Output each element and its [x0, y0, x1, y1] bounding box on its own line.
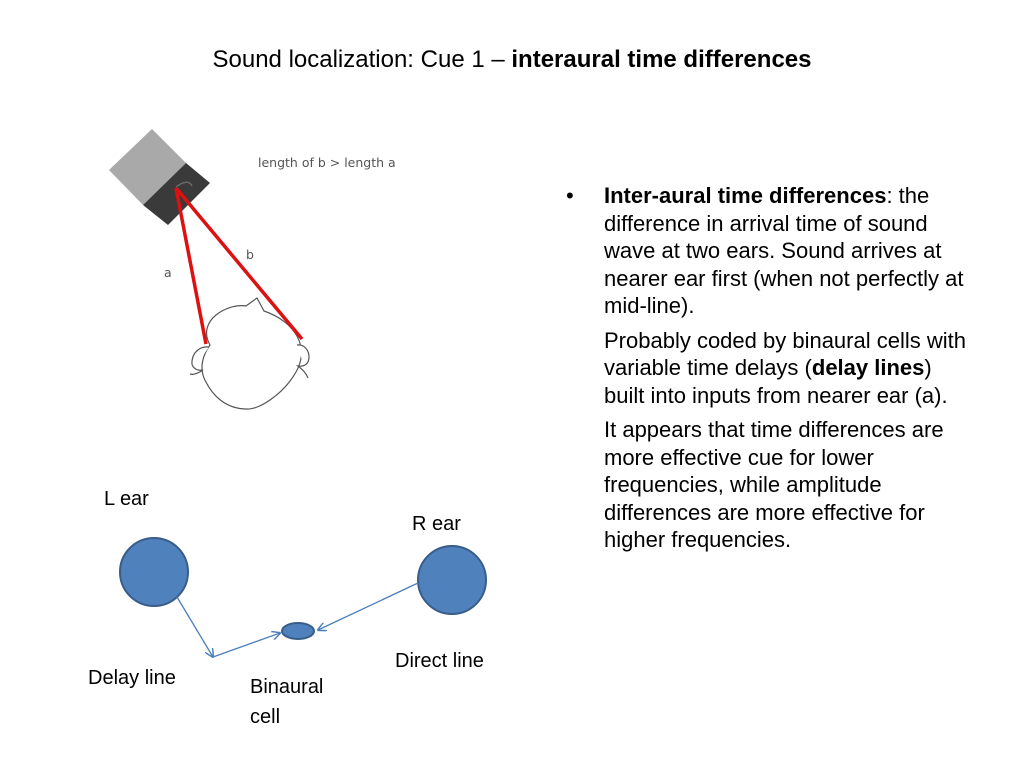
bullet-definition: the difference in arrival time of sound …	[604, 183, 964, 318]
binaural-cell-ellipse	[281, 622, 315, 640]
bullet-text-block: • Inter-aural time differences: the diff…	[566, 182, 976, 561]
para2-post: ) built into inputs from nearer ear (a).	[604, 355, 948, 408]
bullet-paragraph-3: It appears that time differences are mor…	[604, 417, 944, 552]
binaural-cell-label-line1: Binaural	[250, 676, 324, 698]
direct-line-label: Direct line	[395, 650, 484, 672]
para2-bold: delay lines	[811, 355, 925, 380]
delay-line-arrow-1	[176, 596, 213, 657]
title-plain: Sound localization: Cue 1 –	[212, 46, 512, 73]
label-a: a	[164, 265, 172, 280]
head-outline	[201, 297, 302, 410]
speaker-cone	[175, 181, 193, 188]
bullet-paragraph-1: Inter-aural time differences: the differ…	[604, 182, 976, 320]
binaural-cell-label-line2: cell	[250, 706, 281, 728]
right-ear-icon	[295, 344, 310, 379]
left-ear-circle	[119, 537, 189, 607]
delay-line-arrow-2	[212, 633, 280, 658]
right-ear-label: R ear	[412, 513, 461, 535]
direct-line-arrow	[318, 582, 419, 630]
path-b-line	[174, 186, 304, 341]
bullet-symbol: •	[566, 183, 574, 208]
left-ear-label: L ear	[104, 488, 149, 510]
bullet-colon: :	[886, 183, 893, 208]
path-a-line	[174, 187, 208, 345]
bullet-paragraph-2: Probably coded by binaural cells with va…	[604, 327, 976, 410]
title-bold: interaural time differences	[511, 46, 812, 73]
label-b: b	[246, 247, 254, 262]
right-ear-circle	[417, 545, 487, 615]
figure-caption: length of b > length a	[258, 155, 396, 170]
slide-title: Sound localization: Cue 1 – interaural t…	[0, 46, 1024, 74]
bullet-term: Inter-aural time differences	[604, 183, 887, 208]
speaker-body	[109, 129, 186, 205]
para2-pre: Probably coded by binaural cells with va…	[604, 327, 966, 381]
left-ear-icon	[189, 346, 210, 375]
delay-line-label: Delay line	[88, 667, 176, 689]
head-icon	[189, 297, 310, 410]
